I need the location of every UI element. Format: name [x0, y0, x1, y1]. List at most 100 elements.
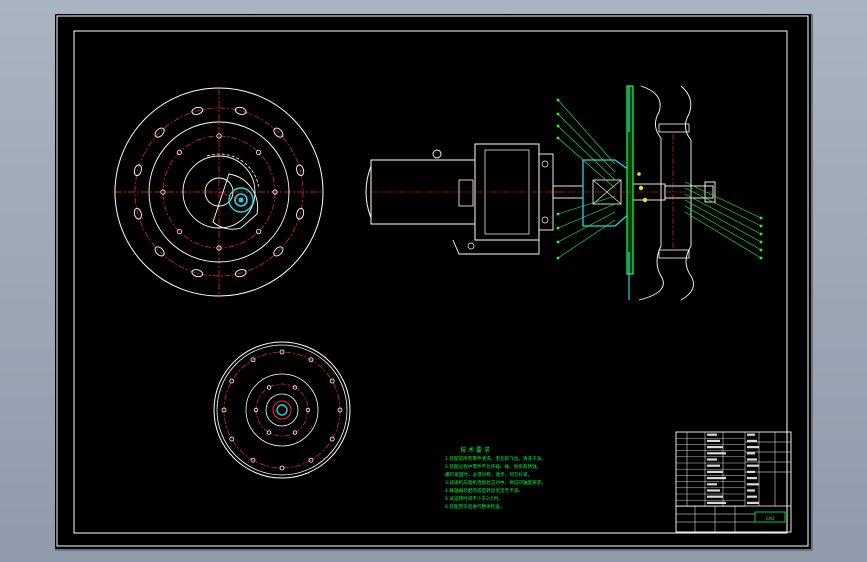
disc-bore-red: [272, 400, 292, 420]
leader-marker: [556, 112, 560, 116]
front-small-holes: [160, 133, 278, 251]
leader-marker: [556, 226, 560, 230]
front-bolt-holes: [133, 106, 305, 278]
notes-line: 螺钉紧固时，必须对称，逐步，均匀拧紧。: [445, 471, 532, 478]
notes-line: 4.联轴器装配完成后转动灵活无卡滞。: [445, 487, 523, 494]
flange-inner-circle: [148, 121, 290, 263]
disc-bolt-hole: [279, 349, 285, 355]
disc-inner-bolt-circle: [255, 383, 309, 437]
disc-bolt-hole: [250, 457, 256, 463]
disc-bolt-hole: [329, 378, 335, 384]
drum-outline-right: [680, 85, 694, 301]
disc-view: [213, 341, 351, 479]
eccentric-hub-cyan: [228, 187, 254, 213]
inner-bolt-hole: [216, 133, 222, 139]
title-stamp-box: [754, 511, 786, 523]
leader-marker: [556, 124, 560, 128]
disc-bolt-hole: [221, 407, 227, 413]
front-view: [114, 87, 324, 297]
notes-line: 5.试运转时间不少于2小时。: [445, 495, 503, 502]
inner-frame: [73, 30, 788, 534]
disc-bolt-hole: [279, 465, 285, 471]
gearbox-foot: [452, 239, 540, 255]
notes-lines: 1.装配前所有零件清洗，无毛刺飞边，清洗干净。2.装配过程中零件不允许磕、碰、划…: [445, 455, 546, 510]
disc-bolt-circle: [223, 351, 341, 469]
inner-bolt-hole: [255, 149, 262, 156]
disc-bolt-hole: [250, 357, 256, 363]
disc-mid: [245, 373, 319, 447]
inner-bolt-hole: [176, 228, 183, 235]
flange-slot-hole: [191, 106, 204, 115]
terminal-box: [458, 179, 474, 207]
disc-inner-hole: [292, 385, 298, 390]
motor-fan-cover: [365, 165, 372, 219]
flange-slot-hole: [234, 106, 247, 115]
leader-marker: [556, 212, 560, 216]
flange-outer-circle: [114, 87, 324, 297]
inner-bolt-hole: [216, 245, 222, 251]
side-section: [365, 85, 763, 301]
inner-bolt-hole: [176, 149, 183, 156]
disc-inner-hole: [305, 407, 311, 413]
eccentric-bore-cyan: [234, 193, 248, 207]
title-block-frame: [675, 431, 792, 533]
disc-bolt-hole: [308, 357, 314, 363]
drawing-viewport[interactable]: 技 术 要 求 1.装配前所有零件清洗，无毛刺飞边，清洗干净。2.装配过程中零件…: [55, 14, 813, 551]
inner-bolt-hole: [255, 228, 262, 235]
eccentric-outline: [212, 173, 259, 230]
disc-bolt-hole: [229, 378, 235, 384]
disc-hub: [265, 393, 299, 427]
disc-bolt-holes: [221, 349, 343, 471]
disc-bore-cyan: [276, 404, 288, 416]
leader-marker: [556, 98, 560, 102]
leader-lines: [556, 98, 763, 260]
hidden-arc: [206, 153, 260, 189]
title-stamp-label: CAD: [766, 516, 775, 521]
disc-bolt-hole: [337, 407, 343, 413]
offset-line: [218, 191, 242, 201]
notes-line: 6.装配完毕后进行整体检查。: [445, 503, 505, 510]
leader-marker: [556, 256, 560, 260]
drum-outline-left: [638, 85, 664, 301]
flange-slot-hole: [191, 269, 204, 278]
flange-slot-hole: [133, 164, 142, 177]
title-block: CAD: [675, 431, 792, 533]
flange-slot-hole: [154, 127, 165, 138]
flange-slot-hole: [154, 246, 165, 257]
notes-line: 3.减速机与电机连接处应对中，保证同轴度要求。: [445, 479, 546, 486]
flange-slot-hole: [133, 207, 142, 220]
notes-title: 技 术 要 求: [460, 446, 490, 454]
flange-slot-hole: [296, 164, 305, 177]
leader-marker: [759, 256, 763, 260]
hub-circle: [182, 155, 256, 229]
inner-bolt-hole: [160, 189, 166, 195]
disc-rim: [216, 344, 348, 476]
disc-inner-hole: [292, 430, 298, 435]
outer-border: [56, 15, 809, 547]
mounting-wall: [626, 85, 634, 275]
disc-bolt-hole: [329, 436, 335, 442]
cad-canvas[interactable]: 技 术 要 求 1.装配前所有零件清洗，无毛刺飞边，清洗干净。2.装配过程中零件…: [55, 14, 811, 549]
leader-marker: [556, 240, 560, 244]
leader-marker: [759, 224, 763, 228]
disc-inner-hole: [266, 385, 272, 390]
flange-slot-hole: [234, 269, 247, 278]
flange-slot-hole: [273, 127, 284, 138]
disc-bolt-hole: [308, 457, 314, 463]
weld-mark: [638, 185, 644, 191]
bolt-circle-inner: [162, 135, 276, 249]
eccentric-center: [238, 197, 244, 203]
disc-inner-hole: [253, 407, 259, 413]
leader-marker: [556, 136, 560, 140]
flange-slot-hole: [273, 246, 284, 257]
leader-marker: [759, 248, 763, 252]
disc-outer: [213, 341, 351, 479]
leader-marker: [759, 232, 763, 236]
notes-line: 1.装配前所有零件清洗，无毛刺飞边，清洗干净。: [445, 455, 546, 462]
technical-notes: 技 术 要 求 1.装配前所有零件清洗，无毛刺飞边，清洗干净。2.装配过程中零件…: [445, 446, 546, 510]
disc-inner-hole: [266, 430, 272, 435]
leader-marker: [759, 216, 763, 220]
flange-slot-hole: [296, 207, 305, 220]
title-block-grid: [676, 432, 791, 532]
notes-line: 2.装配过程中零件不允许磕、碰、划伤和锈蚀。: [445, 463, 541, 470]
